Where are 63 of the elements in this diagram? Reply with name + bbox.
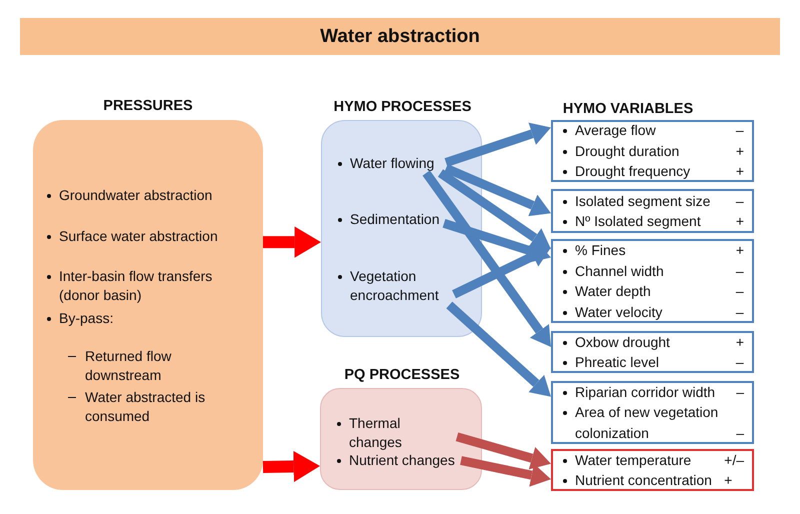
arrow <box>444 122 551 167</box>
list-item: Drought frequency <box>561 161 730 182</box>
variable-box <box>551 449 754 491</box>
arrow <box>460 456 551 487</box>
list-item: Oxbow drought <box>561 332 730 352</box>
list-item: Surface water abstraction <box>45 227 255 246</box>
sign-value: + <box>736 241 744 260</box>
variable-box <box>551 189 754 233</box>
list-item: Vegetation encroachment <box>336 267 454 305</box>
variable-box <box>551 239 754 323</box>
sign-value: – <box>736 424 744 443</box>
section-heading: PRESSURES <box>103 98 193 114</box>
list-item: Average flow <box>561 120 730 141</box>
title: Water abstraction <box>320 26 480 48</box>
sign-value: + <box>736 332 744 352</box>
list-item: Nº Isolated segment <box>561 211 730 232</box>
sign-value: + <box>724 471 734 490</box>
arrow <box>446 302 551 397</box>
list-item: Inter-basin flow transfers (donor basin) <box>45 267 255 305</box>
arrow <box>444 164 551 216</box>
sign-value: – <box>736 282 744 301</box>
list-item: Water flowing <box>336 154 446 173</box>
sign-value: – <box>736 121 744 140</box>
sign-value: + <box>736 162 744 182</box>
arrow <box>262 450 320 482</box>
list-item: % Fines <box>561 240 730 260</box>
list-item: Water depth <box>561 281 730 302</box>
list-item: Riparian corridor width <box>561 382 730 402</box>
list-item: Water velocity <box>561 302 730 322</box>
variable-box <box>551 331 754 373</box>
column-heading: HYMO VARIABLES <box>562 101 694 117</box>
arrow <box>438 169 551 250</box>
list-item: Isolated segment size <box>561 190 730 211</box>
list-item: Nutrient changes <box>335 451 461 470</box>
sign-value: + <box>736 142 744 161</box>
sign-value: – <box>736 382 744 402</box>
list-item: Water temperature <box>561 450 718 470</box>
list-item: Water abstracted is consumed <box>68 388 238 426</box>
sign-value: – <box>736 192 744 210</box>
variable-box <box>551 120 754 182</box>
sign-value: – <box>736 353 744 372</box>
list-item: Thermal changes <box>335 414 457 452</box>
section-heading: PQ PROCESSES <box>344 367 460 383</box>
variable-box <box>551 381 754 444</box>
list-item: Drought duration <box>561 140 730 162</box>
sign-value: +/– <box>724 450 744 470</box>
section-heading: HYMO PROCESSES <box>334 99 472 115</box>
arrow <box>456 432 551 470</box>
sign-value: – <box>736 302 744 322</box>
list-item: Nutrient concentration <box>561 470 718 490</box>
arrow <box>442 219 551 263</box>
sign-value: – <box>736 262 744 280</box>
list-item: Groundwater abstraction <box>45 186 255 205</box>
list-item: Phreatic level <box>561 352 730 372</box>
list-item: Returned flow downstream <box>68 347 238 385</box>
list-item: Channel width <box>561 260 730 281</box>
list-item: Sedimentation <box>336 210 444 229</box>
list-item: Area of new vegetation colonization <box>561 402 730 444</box>
arrow <box>422 170 551 347</box>
sign-value: + <box>736 212 744 231</box>
arrow <box>452 246 551 298</box>
list-item: By-pass: <box>45 309 255 328</box>
arrow <box>263 226 321 258</box>
